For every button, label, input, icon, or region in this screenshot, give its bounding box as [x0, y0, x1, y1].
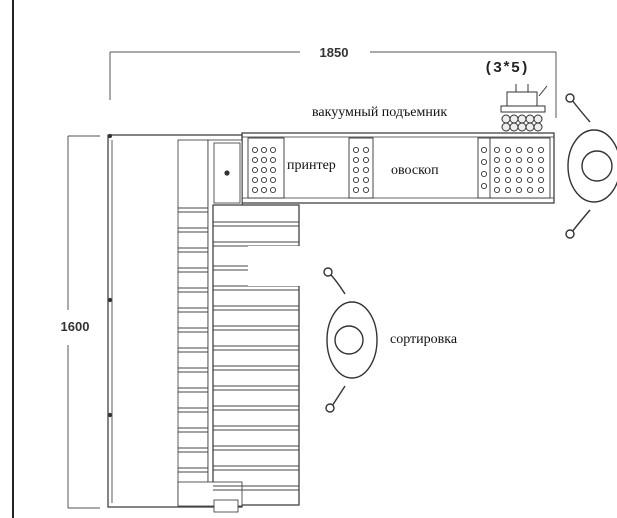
operator-sorting-icon	[323, 267, 378, 413]
egg-tray-right	[477, 137, 551, 199]
width-label: 1850	[320, 45, 349, 60]
operator-top-icon	[565, 93, 617, 239]
printer-label: принтер	[287, 158, 336, 173]
sorting-label: сортировка	[390, 332, 458, 347]
vacuum-lifter-label: вакуумный подъемник	[312, 105, 447, 120]
grid-size-label: (3*5)	[484, 60, 529, 77]
blank-patch	[248, 246, 308, 286]
egg-tray-left	[247, 137, 285, 199]
height-dimension	[67, 135, 100, 509]
egg-tray-middle	[348, 137, 374, 199]
vacuum-lifter-head	[500, 84, 548, 132]
width-dimension	[109, 51, 557, 118]
left-conveyor-slats	[178, 207, 208, 473]
candler-label: овоскоп	[391, 163, 439, 178]
height-label: 1600	[61, 319, 90, 334]
